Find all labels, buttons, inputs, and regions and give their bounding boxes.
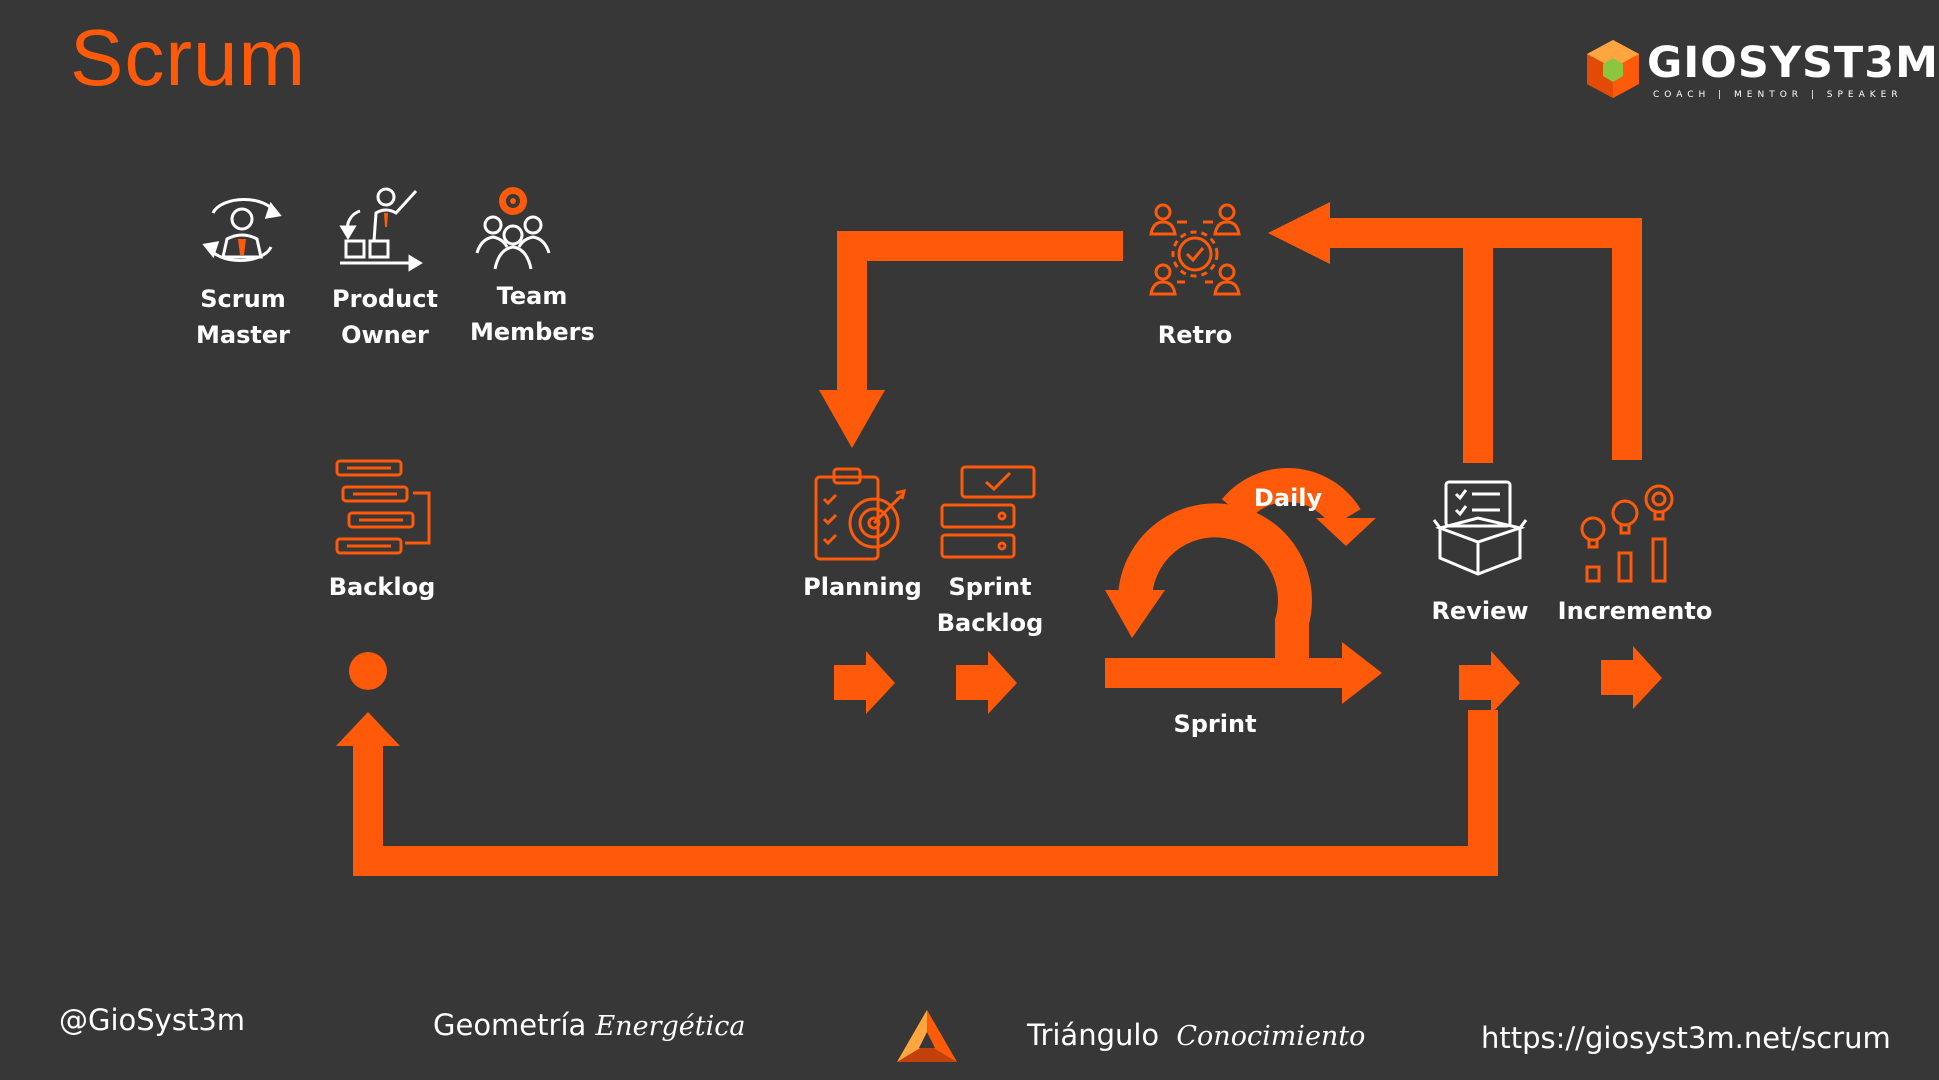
incremento-up-line — [1612, 218, 1642, 460]
daily-loop-arc — [1221, 468, 1361, 528]
review-icon — [1432, 480, 1528, 576]
step-arrow-review — [1459, 651, 1520, 714]
role-team-members: Team Members — [470, 278, 595, 350]
footer-geometria: Geometría — [433, 1008, 587, 1042]
footer-url-link[interactable]: https://giosyst3m.net/scrum — [1481, 1021, 1891, 1055]
role-product-owner-line1: Product — [332, 285, 438, 313]
node-sprint-backlog: Sprint Backlog — [930, 569, 1050, 641]
backlog-return-arrowhead — [336, 712, 400, 746]
brand-tagline: COACH | MENTOR | SPEAKER — [1653, 90, 1903, 100]
sprint-backlog-icon — [940, 465, 1036, 559]
sprint-line — [1105, 658, 1355, 688]
retro-top-line — [1320, 218, 1642, 248]
footer-triangulo: Triángulo — [1027, 1018, 1160, 1052]
brand-name: GIOSYST3M — [1647, 38, 1939, 88]
node-sprint-backlog-line2: Backlog — [936, 609, 1044, 637]
role-product-owner-line2: Owner — [341, 321, 429, 349]
node-review: Review — [1431, 597, 1529, 625]
node-incremento: Incremento — [1557, 597, 1713, 625]
cube-logo-icon — [1587, 40, 1639, 98]
team-members-icon — [475, 187, 551, 270]
product-owner-icon — [339, 187, 423, 272]
return-loop-bottom — [353, 846, 1498, 876]
footer-energetica: Energética — [595, 1011, 746, 1042]
planning-arrowhead — [819, 390, 885, 448]
incremento-icon — [1580, 484, 1674, 583]
footer-triangulo-conocimiento: Triángulo Conocimiento — [1027, 1018, 1365, 1052]
retro-to-planning-top — [837, 231, 1123, 261]
retro-to-planning-down — [837, 231, 867, 391]
sprint-loop-arrowhead — [1105, 590, 1165, 638]
planning-icon — [814, 467, 907, 561]
node-planning: Planning — [803, 573, 922, 601]
sprint-arrowhead — [1342, 642, 1382, 704]
step-arrow-planning — [834, 651, 895, 714]
step-arrow-incremento — [1601, 646, 1662, 709]
step-arrow-sprint-backlog — [956, 651, 1017, 714]
retro-icon — [1149, 203, 1241, 296]
role-team-members-line1: Team — [496, 282, 568, 310]
role-product-owner: Product Owner — [324, 281, 446, 353]
footer-geometria-energetica: Geometría Energética — [433, 1008, 745, 1042]
role-scrum-master: Scrum Master — [193, 281, 293, 353]
footer-handle[interactable]: @GioSyst3m — [59, 1003, 246, 1037]
backlog-icon — [335, 459, 431, 555]
return-loop-left — [353, 745, 383, 876]
backlog-start-dot — [349, 652, 387, 690]
retro-arrowhead — [1268, 202, 1330, 264]
node-sprint: Sprint — [1173, 710, 1257, 738]
scrum-master-icon — [202, 197, 282, 263]
sprint-loop-arc — [1118, 503, 1312, 673]
brand-logo: GIOSYST3M COACH | MENTOR | SPEAKER — [1585, 38, 1938, 108]
triangle-logo-icon — [897, 1010, 957, 1062]
daily-arrowhead — [1316, 518, 1376, 546]
role-scrum-master-line1: Scrum — [200, 285, 286, 313]
footer-conocimiento: Conocimiento — [1176, 1021, 1366, 1052]
node-daily: Daily — [1253, 484, 1323, 512]
node-backlog: Backlog — [328, 573, 436, 601]
page-title: Scrum — [70, 13, 307, 102]
node-sprint-backlog-line1: Sprint — [948, 573, 1032, 601]
role-team-members-line2: Members — [470, 318, 595, 346]
review-up-line — [1463, 218, 1493, 463]
node-retro: Retro — [1157, 321, 1233, 349]
role-scrum-master-line2: Master — [196, 321, 290, 349]
